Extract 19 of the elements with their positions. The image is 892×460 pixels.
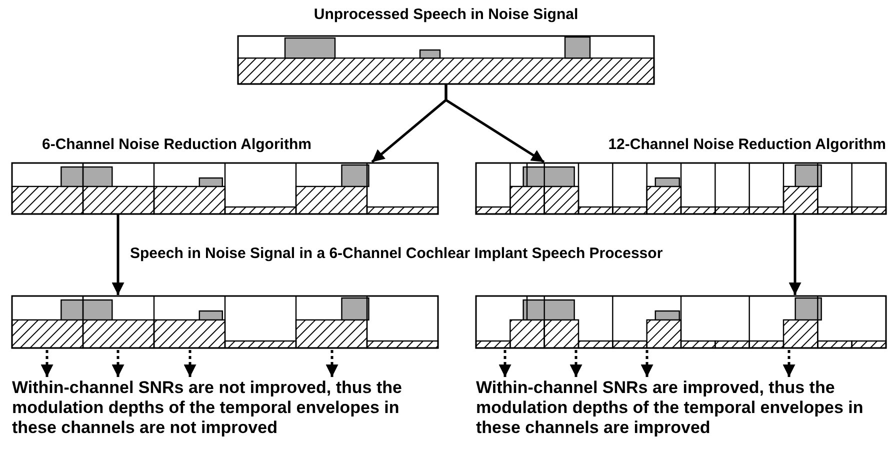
explanation-text: Within-channel SNRs are not improved, thus the modulation depths of the temporal envelopes in these channels are not improved [12, 378, 417, 438]
explanation-text: Within-channel SNRs are improved, thus the modulation depths of the temporal envelopes in these channels are improved [476, 378, 892, 438]
panel-heading: Unprocessed Speech in Noise Signal [312, 6, 580, 24]
arrow [444, 84, 545, 164]
arrow [184, 350, 196, 377]
panel-heading: 12-Channel Noise Reduction Algorithm [607, 136, 886, 154]
arrow [112, 214, 124, 295]
signal-envelope-drawing [476, 296, 886, 348]
panel-heading: 6-Channel Noise Reduction Algorithm [42, 136, 312, 154]
arrow [112, 350, 124, 377]
arrow [788, 214, 802, 295]
signal-envelope-drawing [12, 296, 438, 348]
arrow [326, 350, 338, 377]
process-label: Speech in Noise Signal in a 6-Channel Cochlear Implant Speech Processor [130, 245, 663, 263]
arrow [640, 350, 654, 377]
arrow [40, 350, 54, 377]
arrow [570, 350, 582, 377]
arrow [782, 350, 796, 377]
arrow [498, 350, 512, 377]
